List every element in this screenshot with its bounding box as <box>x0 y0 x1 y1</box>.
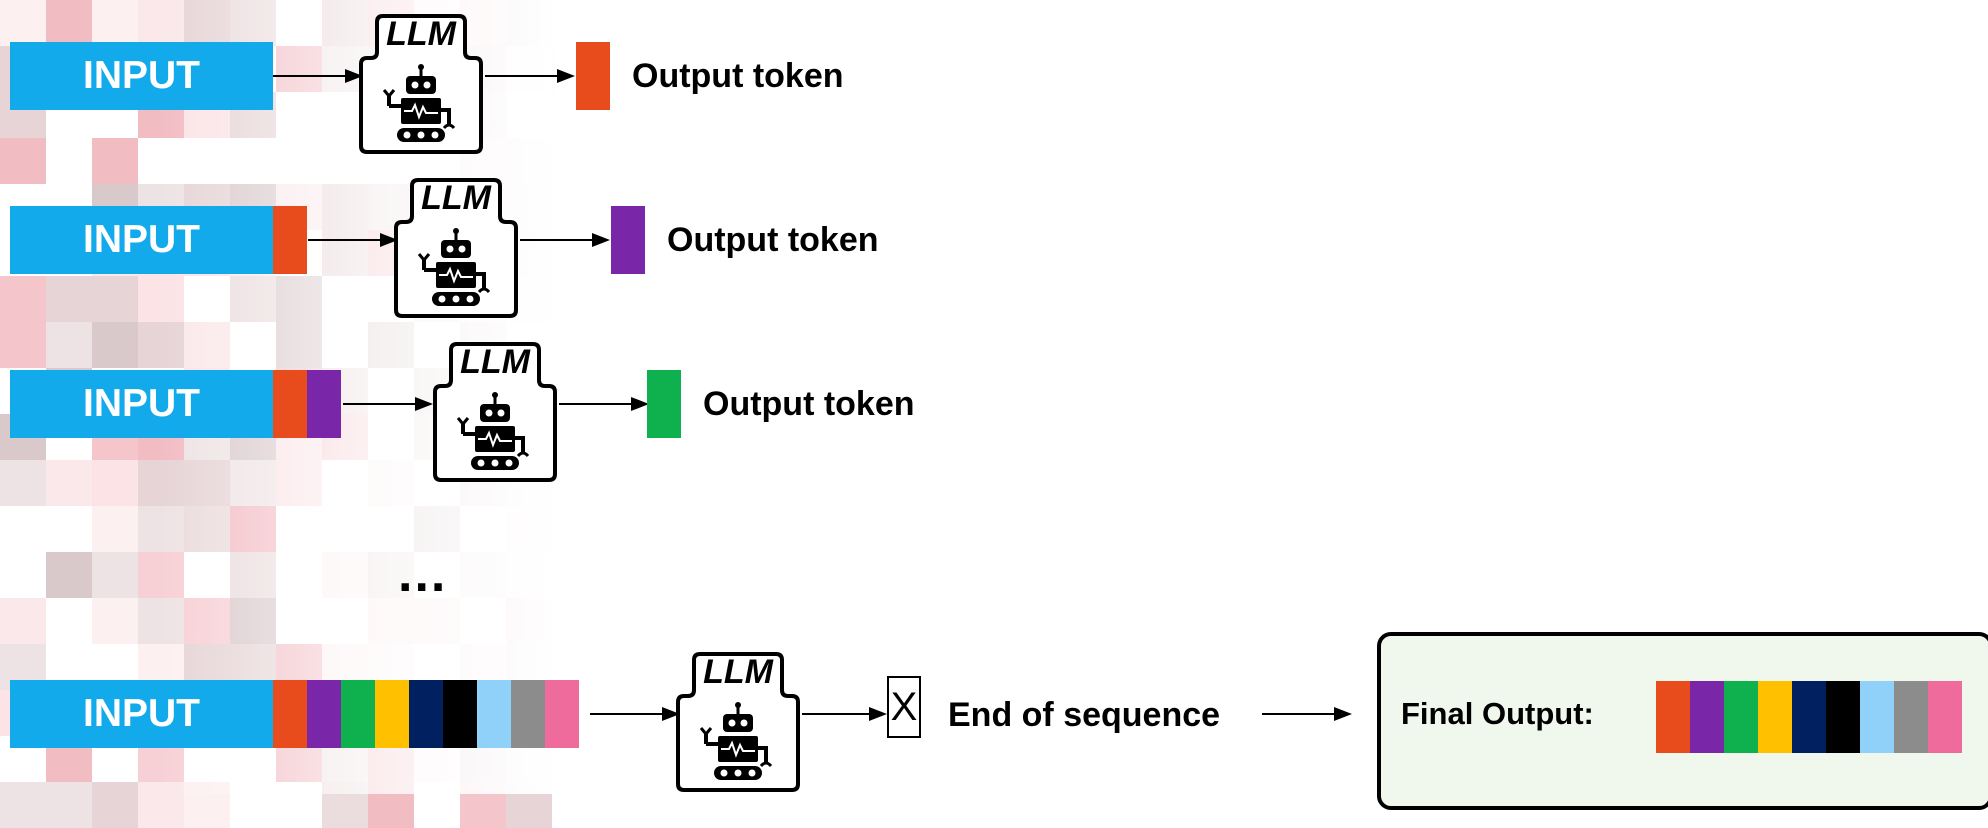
input-token <box>409 680 443 748</box>
input-token <box>273 680 307 748</box>
generation-step-2: INPUT LLM Output token <box>0 164 1988 329</box>
input-token <box>307 370 341 438</box>
ellipsis: ... <box>398 545 448 603</box>
final-token <box>1690 681 1724 753</box>
llm-label: LLM <box>386 15 456 53</box>
final-token <box>1826 681 1860 753</box>
final-token <box>1656 681 1690 753</box>
output-token-label: Output token <box>667 221 879 259</box>
robot-icon <box>382 64 456 142</box>
arrow-to-eos <box>802 707 887 721</box>
output-token-label: Output token <box>703 385 915 423</box>
generation-step-final: INPUT LLM <box>0 638 1988 803</box>
robot-icon <box>417 228 491 306</box>
input-box: INPUT <box>10 370 273 438</box>
llm-frame <box>433 342 557 482</box>
robot-icon <box>456 392 530 470</box>
arrow-to-final-output <box>1262 707 1352 721</box>
input-token <box>273 370 307 438</box>
llm-frame <box>359 14 483 154</box>
arrow-to-llm <box>308 233 398 247</box>
final-token <box>1792 681 1826 753</box>
llm-model: LLM <box>431 338 559 484</box>
input-token <box>341 680 375 748</box>
llm-model: LLM <box>357 10 485 156</box>
generation-step-3: INPUT LLM Output token <box>0 328 1988 493</box>
input-token <box>477 680 511 748</box>
llm-frame <box>394 178 518 318</box>
final-token <box>1928 681 1962 753</box>
llm-label: LLM <box>703 653 773 691</box>
final-token <box>1758 681 1792 753</box>
input-token <box>307 680 341 748</box>
output-token-label: Output token <box>632 57 844 95</box>
input-token <box>443 680 477 748</box>
end-of-sequence-label: End of sequence <box>948 696 1221 734</box>
arrow-to-llm <box>273 69 363 83</box>
input-token <box>273 206 307 274</box>
end-of-sequence-token: X <box>887 676 921 738</box>
llm-model: LLM <box>674 648 802 794</box>
output-token <box>576 42 610 110</box>
generation-step-1: INPUT LLM Output token <box>0 0 1988 165</box>
final-token <box>1724 681 1758 753</box>
input-token <box>375 680 409 748</box>
input-box: INPUT <box>10 680 273 748</box>
input-box: INPUT <box>10 206 273 274</box>
final-output-panel: Final Output: <box>1377 632 1988 810</box>
llm-model: LLM <box>392 174 520 320</box>
final-token <box>1860 681 1894 753</box>
arrow-to-output <box>520 233 610 247</box>
final-token <box>1894 681 1928 753</box>
input-token <box>511 680 545 748</box>
arrow-to-llm <box>343 397 433 411</box>
robot-icon <box>699 702 773 780</box>
arrow-to-llm <box>590 707 680 721</box>
final-output-label: Final Output: <box>1401 696 1594 731</box>
input-box: INPUT <box>10 42 273 110</box>
output-token <box>611 206 645 274</box>
llm-frame <box>676 652 800 792</box>
output-token <box>647 370 681 438</box>
arrow-to-output <box>559 397 649 411</box>
arrow-to-output <box>485 69 575 83</box>
llm-label: LLM <box>421 179 491 217</box>
llm-label: LLM <box>460 343 530 381</box>
input-token <box>545 680 579 748</box>
